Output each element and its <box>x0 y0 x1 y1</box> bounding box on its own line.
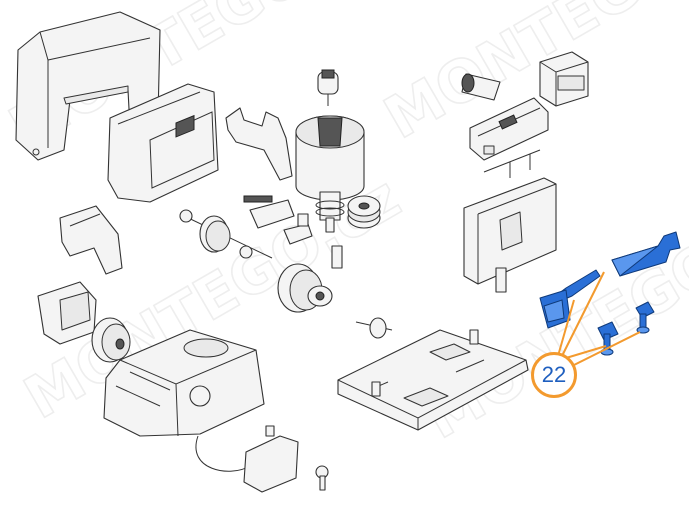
limit-cam-screw-right-icon <box>635 301 655 334</box>
board-mounting-plate-icon <box>463 149 557 293</box>
mounting-bracket-icon <box>225 107 293 181</box>
callout-leader-lines <box>557 271 641 367</box>
knob-icon <box>317 69 339 106</box>
limit-cam-short-icon <box>539 269 601 329</box>
motor-icon <box>295 115 365 221</box>
gearbox-base-icon <box>103 329 265 437</box>
part-number-callout: 22 <box>531 352 577 398</box>
limit-cam-long-icon <box>611 231 681 277</box>
outer-cover-icon <box>15 11 161 161</box>
spacer-stack-icon <box>347 195 381 229</box>
foundation-plate-icon <box>337 329 529 431</box>
release-cable-icon <box>195 425 329 493</box>
front-cover-icon <box>107 83 219 203</box>
cable-cover-icon <box>59 205 123 275</box>
terminal-block-icon <box>243 195 343 269</box>
control-board-icon <box>469 97 549 161</box>
drive-gear-icon <box>91 317 131 363</box>
part-number-label: 22 <box>541 362 567 387</box>
drive-shaft-gear-icon <box>179 209 273 259</box>
release-housing-icon <box>37 281 97 345</box>
transformer-icon <box>539 51 589 107</box>
pinion-gear-icon <box>277 263 333 313</box>
capacitor-icon <box>461 73 501 101</box>
screw-icon <box>355 317 393 339</box>
